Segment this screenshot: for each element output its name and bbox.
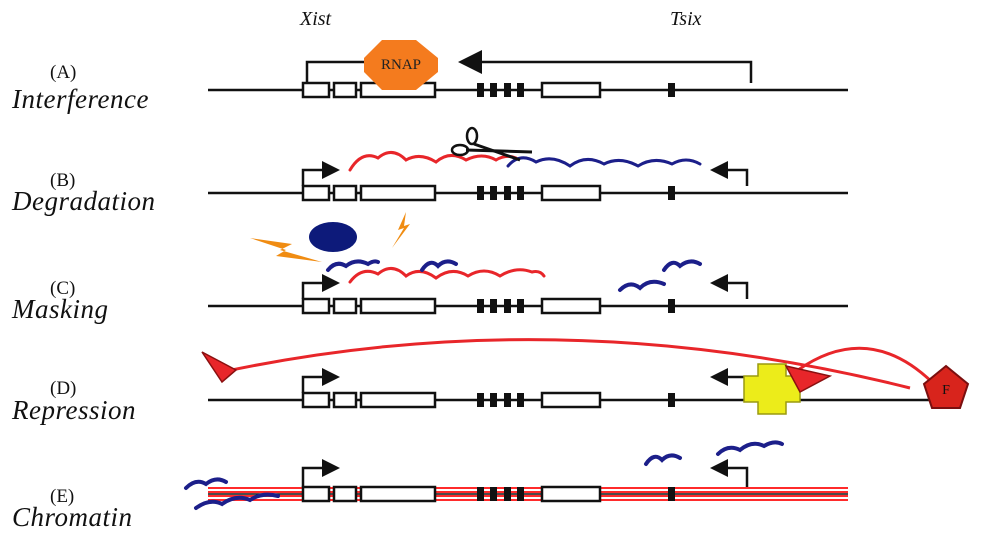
rnap-icon: RNAP [364, 40, 438, 90]
panel-e-name: Chromatin [12, 502, 133, 532]
panel-b-name: Degradation [12, 186, 156, 216]
tsix-fragment-e3 [644, 453, 682, 466]
factor-f-label: F [942, 383, 950, 398]
panel-c-name: Masking [12, 294, 109, 324]
long-range-arc [221, 338, 911, 390]
panel-d-repression: F [201, 338, 970, 415]
panel-b-letter: (B) [50, 170, 76, 191]
tsix-fragment-c3 [618, 279, 666, 292]
repressor-arrowhead-icon [201, 351, 238, 384]
bolt-icon-right [392, 212, 410, 248]
xist-rna-c [348, 267, 546, 284]
short-range-arc [797, 346, 937, 387]
panel-d-letter: (D) [50, 378, 77, 399]
bolt-icon-left [250, 238, 322, 262]
xist-promoter-arrow-e [301, 466, 325, 487]
tsix-fragment-e2 [194, 492, 280, 510]
panel-d-name: Repression [12, 395, 136, 425]
xist-promoter-arrow-b [301, 168, 325, 186]
tsix-fragment-c4 [662, 259, 702, 272]
xist-rna-b [348, 151, 518, 172]
tsix-promoter-arrow-e [728, 466, 749, 487]
panel-a-interference: RNAP [208, 40, 848, 99]
yellow-factor-icon [743, 363, 801, 415]
tsix-promoter-arrow-c [728, 281, 749, 299]
tsix-rna-b [506, 156, 702, 168]
xist-promoter-arrow-d [301, 375, 325, 393]
masking-complex-icon [309, 222, 357, 252]
rnap-label: RNAP [381, 57, 421, 73]
tsix-gene-label: Tsix [670, 8, 702, 30]
repressor-triangle-icon [784, 364, 833, 394]
panel-c-masking [208, 212, 848, 315]
tsix-fragment-e1 [184, 477, 228, 490]
panel-e-chromatin [184, 440, 848, 510]
xist-promoter-arrow-c [301, 281, 325, 299]
tsix-fragment-e4 [716, 440, 784, 456]
panel-e-letter: (E) [50, 486, 75, 507]
scissors-icon [450, 126, 533, 162]
tsix-fragment-c2 [420, 259, 458, 272]
tsix-fragment-c1 [326, 259, 380, 272]
panel-c-letter: (C) [50, 278, 76, 299]
xist-gene-label: Xist [300, 8, 332, 30]
panel-b-degradation [208, 126, 848, 202]
tsix-promoter-arrow-b [728, 168, 749, 186]
panel-a-name: Interference [12, 84, 149, 114]
tsix-arrowhead-a [458, 50, 482, 74]
tsix-promoter-arrow-a [480, 60, 753, 83]
panel-a-letter: (A) [50, 62, 77, 83]
factor-f-icon: F [922, 364, 970, 409]
xist-promoter-arrow-a [305, 60, 380, 83]
